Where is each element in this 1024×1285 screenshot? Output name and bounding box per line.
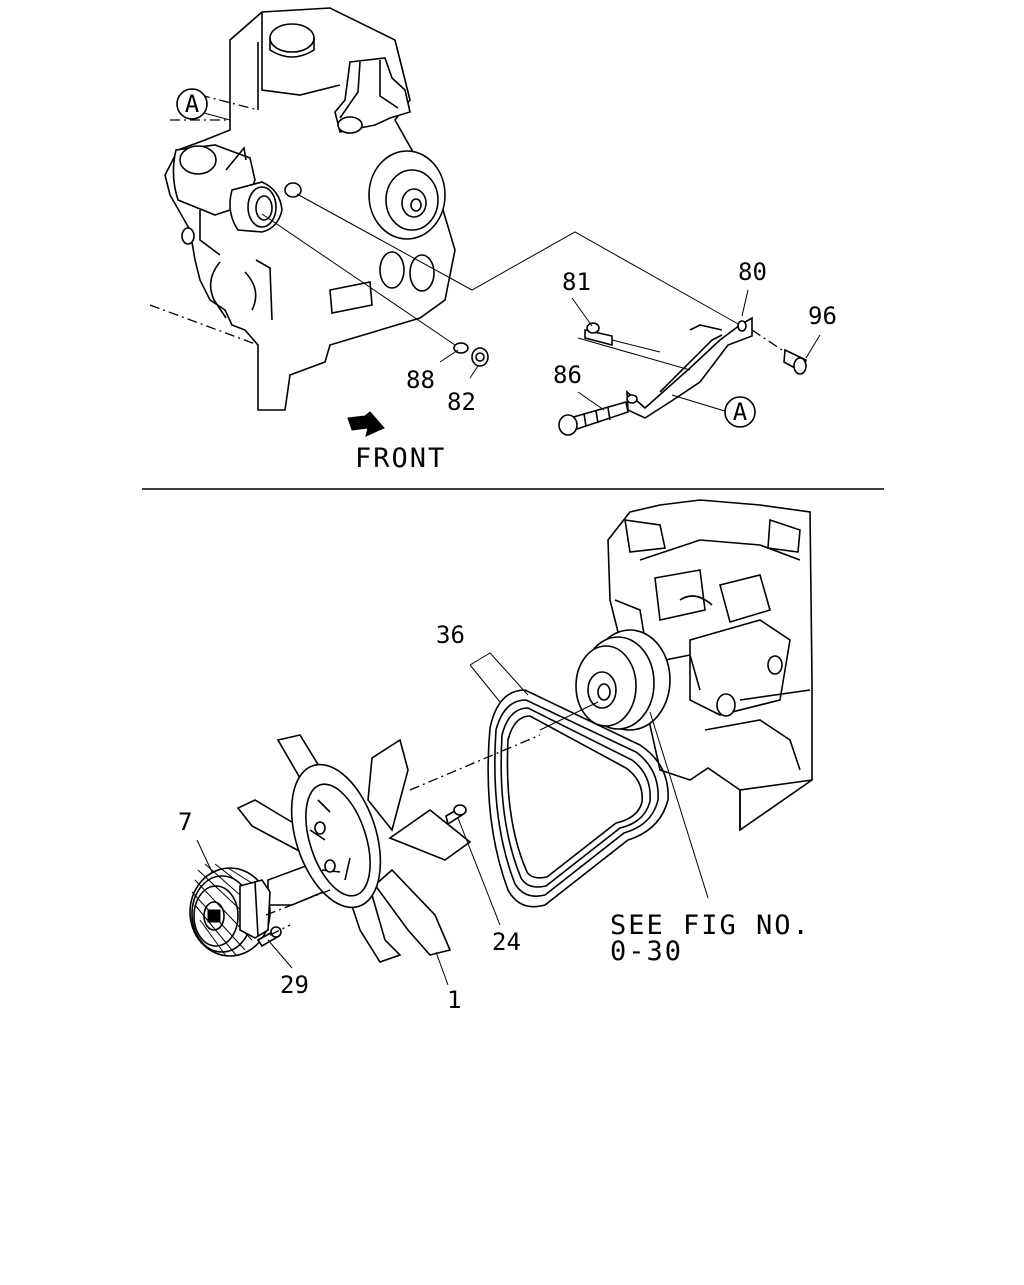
circle-a-upper-label: A — [185, 90, 200, 118]
front-label: FRONT — [355, 443, 446, 474]
bracket-assembly — [558, 316, 807, 436]
circle-a-upper-marker: A — [176, 88, 208, 120]
callout-36: 36 — [436, 621, 465, 649]
callout-96: 96 — [808, 302, 837, 330]
upper-engine-block — [149, 7, 456, 411]
callout-88: 88 — [406, 366, 435, 394]
front-arrow-icon — [347, 411, 385, 437]
fan-clutch — [189, 863, 271, 957]
upper-leader-lines — [192, 109, 741, 346]
callout-80: 80 — [738, 258, 767, 286]
circle-a-lower-label: A — [733, 398, 748, 426]
v-belt — [469, 652, 669, 908]
washer-88-nut-82 — [453, 342, 489, 367]
callout-81: 81 — [562, 268, 591, 296]
callout-1: 1 — [447, 986, 461, 1014]
cooling-fan — [236, 734, 472, 963]
callout-24: 24 — [492, 928, 521, 956]
callout-82: 82 — [447, 388, 476, 416]
bolts-24-29 — [256, 734, 541, 948]
crank-pulley — [539, 629, 671, 731]
callout-86: 86 — [553, 361, 582, 389]
see-fig-line1: SEE FIG NO. — [610, 910, 811, 941]
lower-leader-lines — [196, 289, 821, 986]
callout-7: 7 — [178, 808, 192, 836]
see-fig-line2: 0-30 — [610, 936, 683, 967]
callout-29: 29 — [280, 971, 309, 999]
circle-a-lower-marker: A — [724, 396, 756, 428]
